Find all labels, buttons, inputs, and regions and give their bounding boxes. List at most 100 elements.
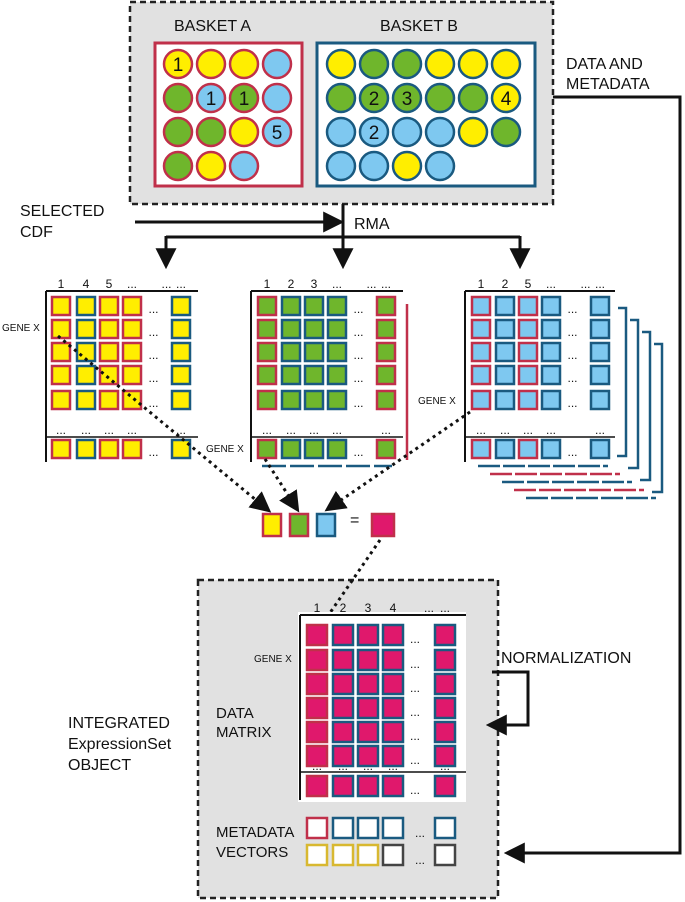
green-matrix-cell <box>303 364 325 386</box>
final-matrix-row-ellipsis: ... <box>410 753 420 767</box>
final-matrix-cell <box>381 696 405 720</box>
basket-a-sample-circle <box>195 48 227 80</box>
green-matrix-row-ellipsis: ... <box>353 325 363 339</box>
combo-yellow-square <box>261 512 283 538</box>
final-matrix-cell <box>305 672 329 696</box>
dotted-arrow-green <box>263 458 300 513</box>
basket-b-sample-circle <box>325 150 357 182</box>
green-matrix-col-label: 3 <box>311 277 318 291</box>
final-matrix-last-row-cell <box>433 774 457 798</box>
final-matrix-col-label: 1 <box>314 601 321 615</box>
basket-b-sample-circle <box>457 116 489 148</box>
yellow-matrix-cell <box>75 295 97 317</box>
green-matrix-cell <box>280 295 302 317</box>
basket-b-sample-circle <box>391 150 423 182</box>
blue-matrix-cell <box>494 364 516 386</box>
blue-matrix-gap-ellipsis: ... <box>595 423 605 437</box>
blue-matrix-cell <box>517 389 539 411</box>
final-matrix-cell <box>331 648 355 672</box>
green-matrix-cell <box>280 318 302 340</box>
blue-matrix-gap-ellipsis: ... <box>476 423 486 437</box>
matrix-label: MATRIX <box>216 724 272 741</box>
metadata-vector-1-cell <box>305 816 329 840</box>
basket-b-sample-circle <box>490 48 522 80</box>
final-matrix-cell <box>305 720 329 744</box>
basket-a-sample-circle <box>261 116 293 148</box>
final-matrix-cell <box>381 648 405 672</box>
blue-stack-layer <box>640 330 652 482</box>
yellow-matrix-row-ellipsis: ... <box>148 396 158 410</box>
final-matrix-row-ellipsis: ... <box>410 632 420 646</box>
green-matrix-cell <box>375 318 397 340</box>
green-matrix-cell <box>256 341 278 363</box>
final-matrix-row-ellipsis: ... <box>410 657 420 671</box>
basket-a-sample-circle <box>228 116 260 148</box>
green-matrix-last-row-cell <box>303 438 325 460</box>
final-matrix-cell <box>331 696 355 720</box>
basket-b-sample-number: 3 <box>402 89 413 110</box>
final-matrix-cell <box>433 720 457 744</box>
yellow-matrix-cell <box>75 318 97 340</box>
blue-stack-layer <box>616 306 628 458</box>
blue-matrix-cell <box>540 364 562 386</box>
green-matrix-cell <box>326 318 348 340</box>
blue-matrix-cell <box>589 318 611 340</box>
green-matrix-last-row-cell <box>375 438 397 460</box>
final-matrix-cell <box>305 696 329 720</box>
blue-matrix-last-row-cell <box>494 438 516 460</box>
final-matrix-cell <box>331 720 355 744</box>
yellow-matrix-row-ellipsis: ... <box>148 445 158 459</box>
integrated-label: INTEGRATED <box>68 715 170 732</box>
basket-a-sample-circle <box>228 150 260 182</box>
final-matrix-row-ellipsis: ... <box>410 729 420 743</box>
final-matrix-cell <box>356 720 380 744</box>
green-matrix-cell <box>326 295 348 317</box>
final-matrix-cell <box>433 696 457 720</box>
equals-sign: = <box>350 512 360 529</box>
blue-matrix-row-ellipsis: ... <box>567 325 577 339</box>
yellow-matrix-col-label: 1 <box>58 277 65 291</box>
metadata-vector-1-cell <box>433 816 457 840</box>
final-matrix-gap-ellipsis: ... <box>363 759 373 773</box>
yellow-matrix-col-label: ... <box>127 277 137 291</box>
green-matrix-row-ellipsis: ... <box>353 396 363 410</box>
green-matrix-cell <box>256 295 278 317</box>
basket-a-sample-circle <box>228 82 260 114</box>
yellow-matrix-cell <box>98 295 120 317</box>
yellow-matrix-cell <box>121 341 143 363</box>
metadata-vector-ellipsis: ... <box>415 826 425 840</box>
yellow-matrix-row-ellipsis: ... <box>148 302 158 316</box>
metadata-vector-2-cell <box>381 843 405 867</box>
yellow-matrix-cell <box>121 318 143 340</box>
basket-b-sample-circle <box>391 116 423 148</box>
blue-matrix-col-label: ... <box>580 277 590 291</box>
basket-b-sample-circle <box>391 48 423 80</box>
blue-matrix-cell <box>517 364 539 386</box>
metadata-vectors-label-2: VECTORS <box>216 844 289 861</box>
final-matrix-cell <box>356 744 380 768</box>
green-matrix-row-ellipsis: ... <box>353 302 363 316</box>
basket-a-sample-number: 5 <box>272 123 283 144</box>
final-matrix-cell <box>356 696 380 720</box>
final-matrix-row-ellipsis: ... <box>410 705 420 719</box>
final-matrix-cell <box>433 648 457 672</box>
blue-matrix-cell <box>470 341 492 363</box>
metadata-vector-ellipsis: ... <box>415 853 425 867</box>
yellow-matrix-col-label: 5 <box>106 277 113 291</box>
final-matrix-gap-ellipsis: ... <box>338 759 348 773</box>
final-matrix-cell <box>433 623 457 647</box>
yellow-matrix-cell <box>170 341 192 363</box>
basket-a-sample-circle <box>162 116 194 148</box>
metadata-vector-2-cell <box>305 843 329 867</box>
combo-blue-square <box>315 512 337 538</box>
final-matrix-cell <box>305 744 329 768</box>
blue-matrix-cell <box>470 318 492 340</box>
final-matrix-gap-ellipsis: ... <box>388 759 398 773</box>
basket-b-sample-number: 4 <box>501 89 512 110</box>
yellow-matrix-gap-ellipsis: ... <box>56 423 66 437</box>
